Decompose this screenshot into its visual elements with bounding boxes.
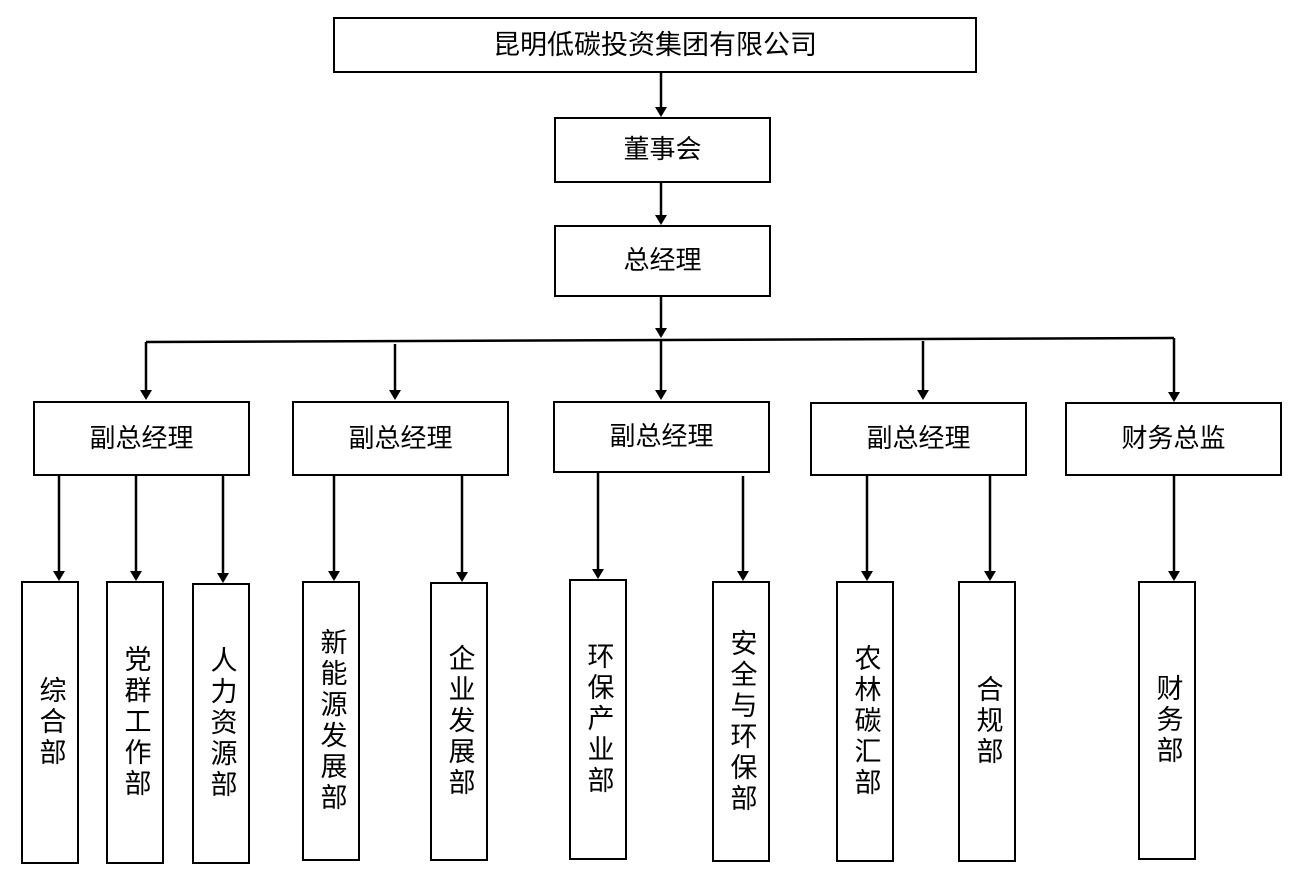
- node-vice-gm-2-label: 副总经理: [348, 423, 453, 454]
- node-dept-enterprise-dev: 企业发展部: [430, 582, 488, 861]
- node-cfo-label: 财务总监: [1121, 424, 1226, 454]
- node-dept-forestry-carbon: 农林碳汇部: [836, 581, 894, 862]
- node-company: 昆明低碳投资集团有限公司: [333, 17, 977, 73]
- node-dept-new-energy: 新能源发展部: [302, 581, 360, 861]
- node-cfo: 财务总监: [1065, 402, 1282, 476]
- dept-label: 财务部: [1151, 674, 1183, 767]
- node-vice-gm-3-label: 副总经理: [609, 422, 714, 452]
- node-board: 董事会: [554, 117, 771, 183]
- dept-label: 新能源发展部: [315, 628, 347, 814]
- node-vice-gm-3: 副总经理: [553, 401, 770, 473]
- node-vice-gm-4-label: 副总经理: [866, 424, 971, 454]
- node-dept-party-affairs: 党群工作部: [106, 581, 164, 864]
- dept-label: 安全与环保部: [725, 628, 757, 815]
- node-dept-env-industry: 环保产业部: [569, 579, 627, 860]
- dept-label: 农林碳汇部: [849, 644, 881, 799]
- node-vice-gm-1: 副总经理: [33, 401, 250, 476]
- node-dept-finance: 财务部: [1138, 581, 1196, 860]
- node-dept-compliance: 合规部: [958, 581, 1016, 862]
- node-company-label: 昆明低碳投资集团有限公司: [493, 29, 817, 61]
- node-vice-gm-2: 副总经理: [292, 401, 509, 476]
- node-dept-human-resources: 人力资源部: [192, 583, 250, 864]
- dept-label: 人力资源部: [205, 646, 237, 801]
- node-general-manager-label: 总经理: [623, 246, 702, 276]
- node-vice-gm-1-label: 副总经理: [89, 423, 194, 454]
- node-general-manager: 总经理: [554, 225, 771, 297]
- node-board-label: 董事会: [623, 135, 702, 165]
- dept-label: 合规部: [971, 675, 1003, 768]
- dept-label: 党群工作部: [119, 645, 151, 800]
- node-vice-gm-4: 副总经理: [810, 402, 1027, 476]
- dept-label: 企业发展部: [443, 644, 475, 799]
- node-dept-general-affairs: 综合部: [21, 581, 79, 864]
- node-dept-safety-env: 安全与环保部: [712, 581, 770, 862]
- dept-label: 环保产业部: [582, 642, 614, 797]
- dept-label: 综合部: [34, 676, 66, 769]
